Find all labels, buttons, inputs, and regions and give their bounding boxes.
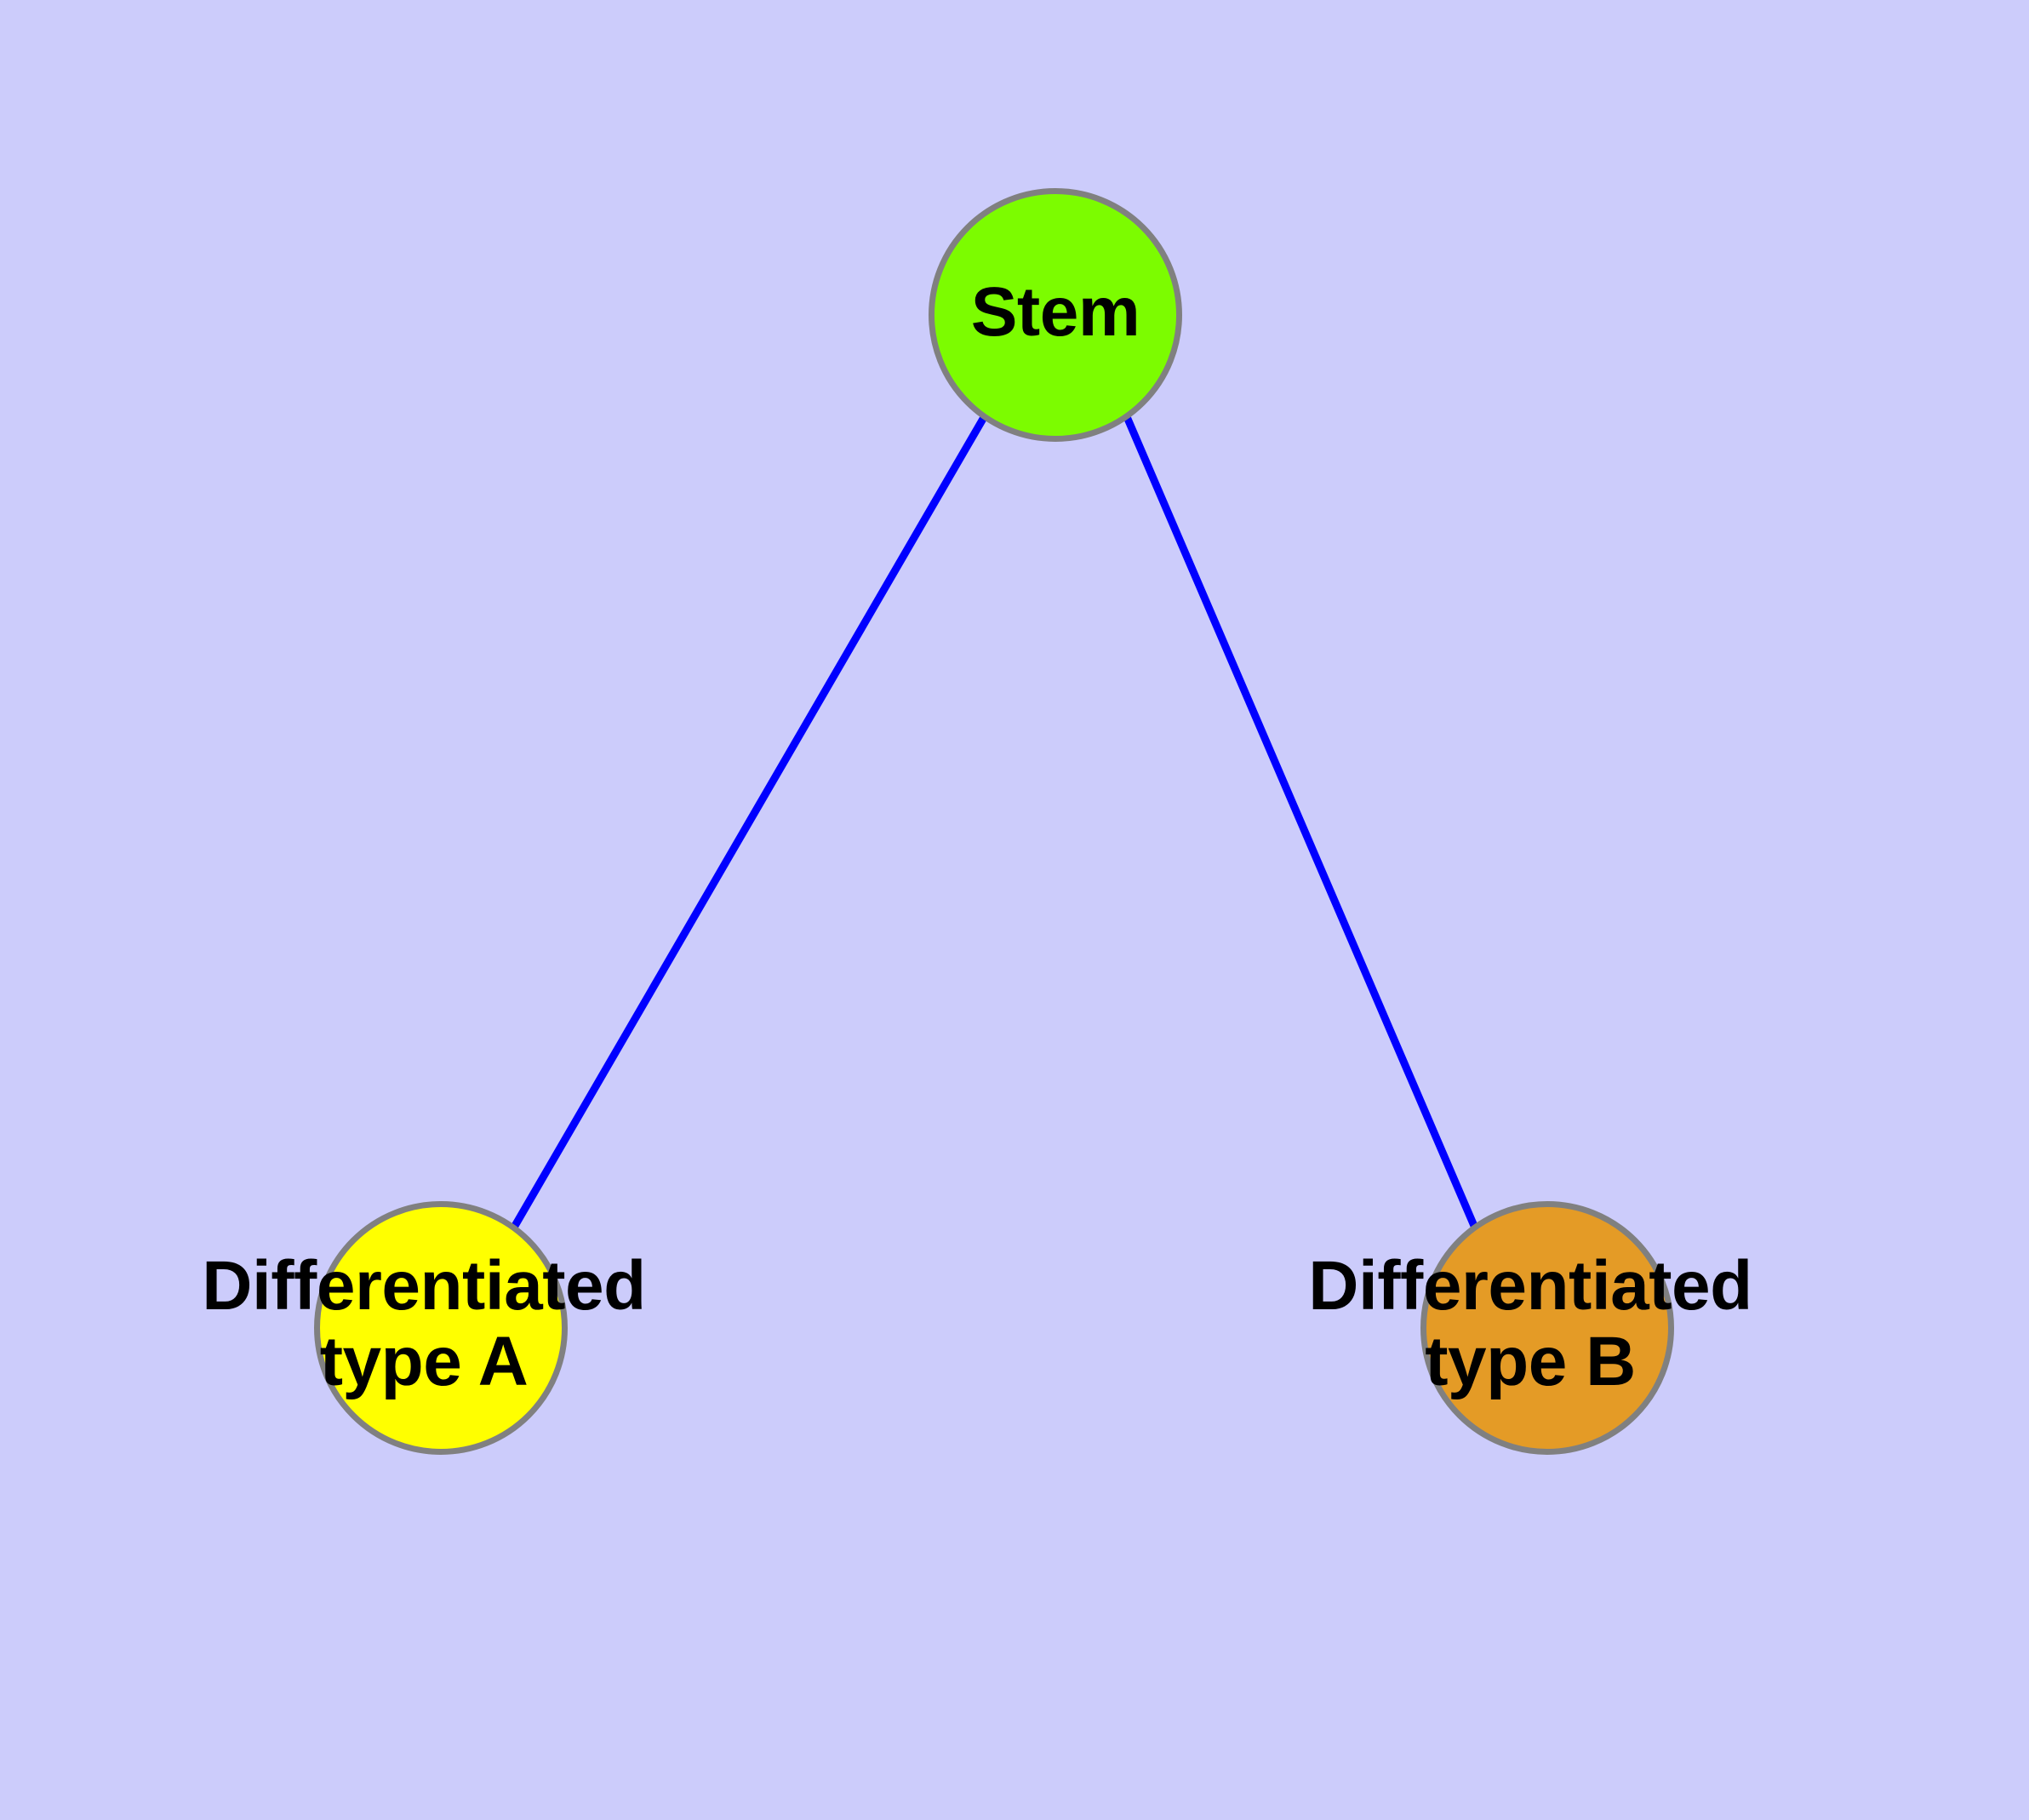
node-differentiated-type-b[interactable] — [1420, 1201, 1674, 1455]
edge-stem-to-differentiated-type-b[interactable] — [1123, 415, 1478, 1230]
node-stem[interactable] — [929, 188, 1182, 442]
edge-stem-to-differentiated-type-a[interactable] — [511, 415, 987, 1230]
node-differentiated-type-a[interactable] — [314, 1201, 568, 1455]
